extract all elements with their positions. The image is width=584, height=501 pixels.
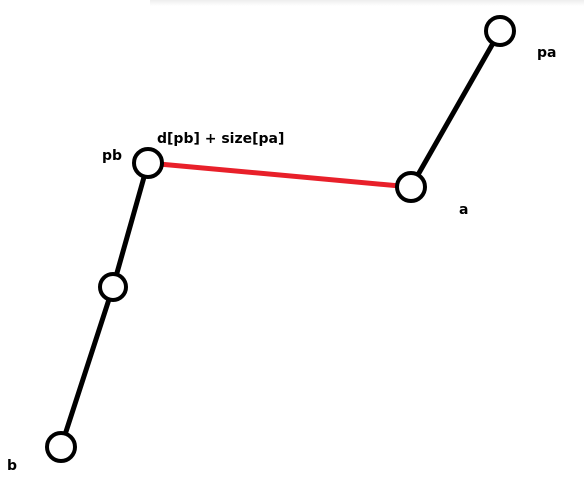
label-pa: pa [537,45,556,61]
edge-annotation: d[pb] + size[pa] [157,131,284,147]
edge-pb-mid [110,160,151,290]
node-a [395,171,427,203]
edge-pa-a [408,28,503,190]
label-pb: pb [102,148,122,164]
node-mid [98,272,128,302]
edge-mid-b [58,284,116,450]
label-b: b [7,458,17,474]
label-a: a [459,202,468,218]
edge-pb-a-highlight [145,160,414,190]
node-pb [132,147,164,179]
node-pa [484,15,516,47]
node-b [45,431,77,463]
top-gradient-band [150,0,584,6]
